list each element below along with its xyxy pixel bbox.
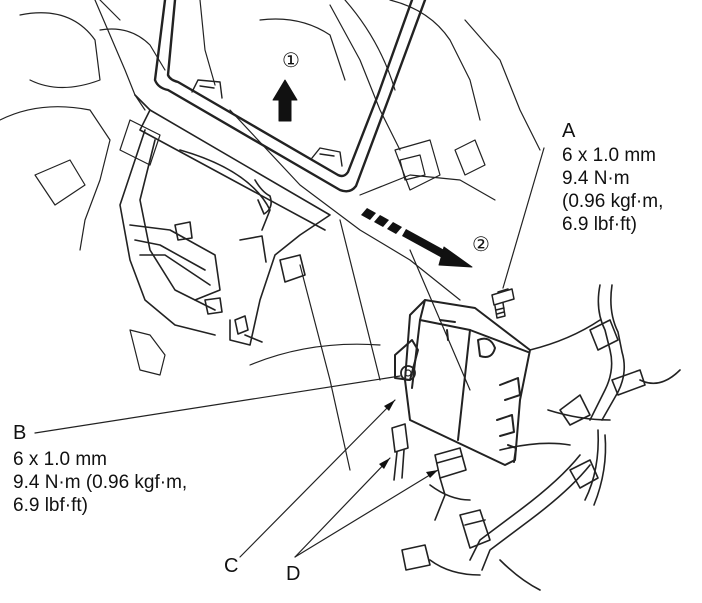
control-unit: [394, 299, 531, 466]
bolt-a: [491, 288, 515, 319]
callout-b-line-1: 6 x 1.0 mm: [13, 449, 107, 470]
step-2-marker: ②: [472, 232, 490, 256]
callout-a-line-3: (0.96 kgf·m,: [562, 191, 664, 212]
callout-c-letter: C: [224, 555, 239, 577]
step-markers: ① ②: [282, 48, 490, 256]
callout-a-line-1: 6 x 1.0 mm: [562, 145, 656, 166]
connector-d: [434, 447, 467, 521]
leader-lines: [34, 147, 545, 558]
connector-c: [391, 423, 409, 481]
frame-tabs: [191, 79, 343, 167]
glove-box-frame: [153, 0, 427, 193]
leader-arrowheads: [379, 400, 438, 478]
step-1-marker: ①: [282, 48, 300, 72]
callout-b-letter: B: [13, 422, 27, 444]
dashboard-outline: [0, 0, 541, 471]
callout-d-letter: D: [286, 563, 301, 585]
wire-harness: [401, 284, 681, 591]
callout-a-letter: A: [562, 120, 576, 142]
bolt-b: [400, 365, 416, 381]
callout-a-line-4: 6.9 lbf·ft): [562, 214, 637, 235]
lower-panel: [119, 94, 331, 346]
callout-a-line-2: 9.4 N·m: [562, 168, 630, 189]
callout-b-line-3: 6.9 lbf·ft): [13, 495, 88, 516]
arrow-up: [272, 79, 298, 122]
arrow-right: [361, 208, 473, 268]
callout-b-line-2: 9.4 N·m (0.96 kgf·m,: [13, 472, 188, 493]
